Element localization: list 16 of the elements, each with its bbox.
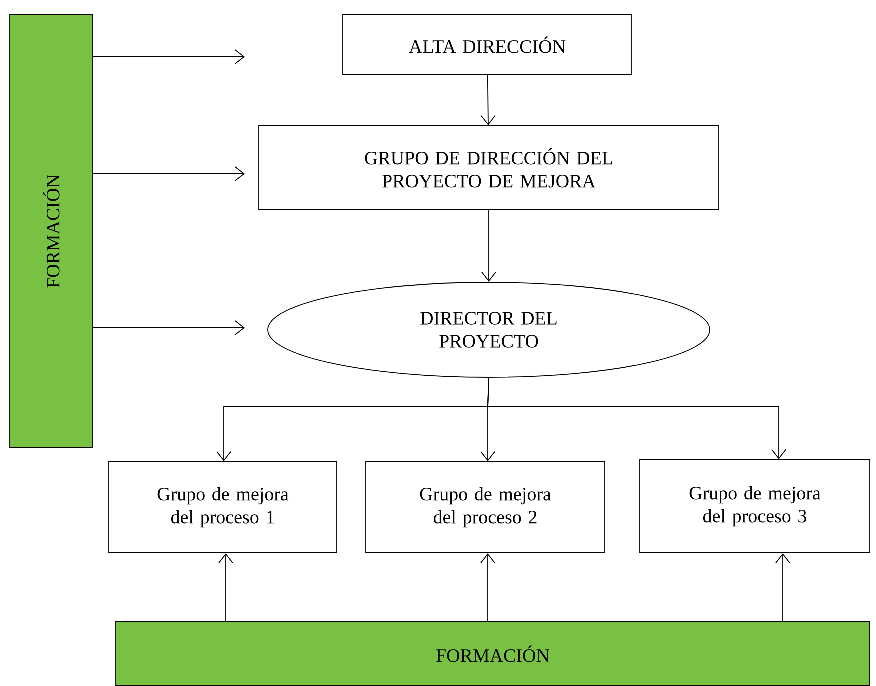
arrow (776, 553, 790, 622)
training-bar: FORMACIÓN (10, 14, 94, 448)
process-box: Grupo de mejora del proceso 1 (108, 462, 338, 554)
process-box: Grupo de mejora del proceso 3 (640, 460, 870, 554)
process-box: ALTA DIRECCIÓN (342, 14, 632, 76)
arrow (482, 210, 496, 282)
arrow (218, 553, 234, 622)
arrow (480, 553, 496, 622)
process-box: Grupo de mejora del proceso 2 (366, 462, 606, 554)
arrow (488, 378, 786, 460)
arrow (93, 320, 245, 336)
process-box: GRUPO DE DIRECCIÓN DEL PROYECTO DE MEJORA (258, 126, 720, 210)
arrow (93, 50, 245, 64)
arrow (480, 75, 496, 126)
training-bar: FORMACIÓN (116, 622, 870, 686)
arrow (93, 166, 245, 182)
